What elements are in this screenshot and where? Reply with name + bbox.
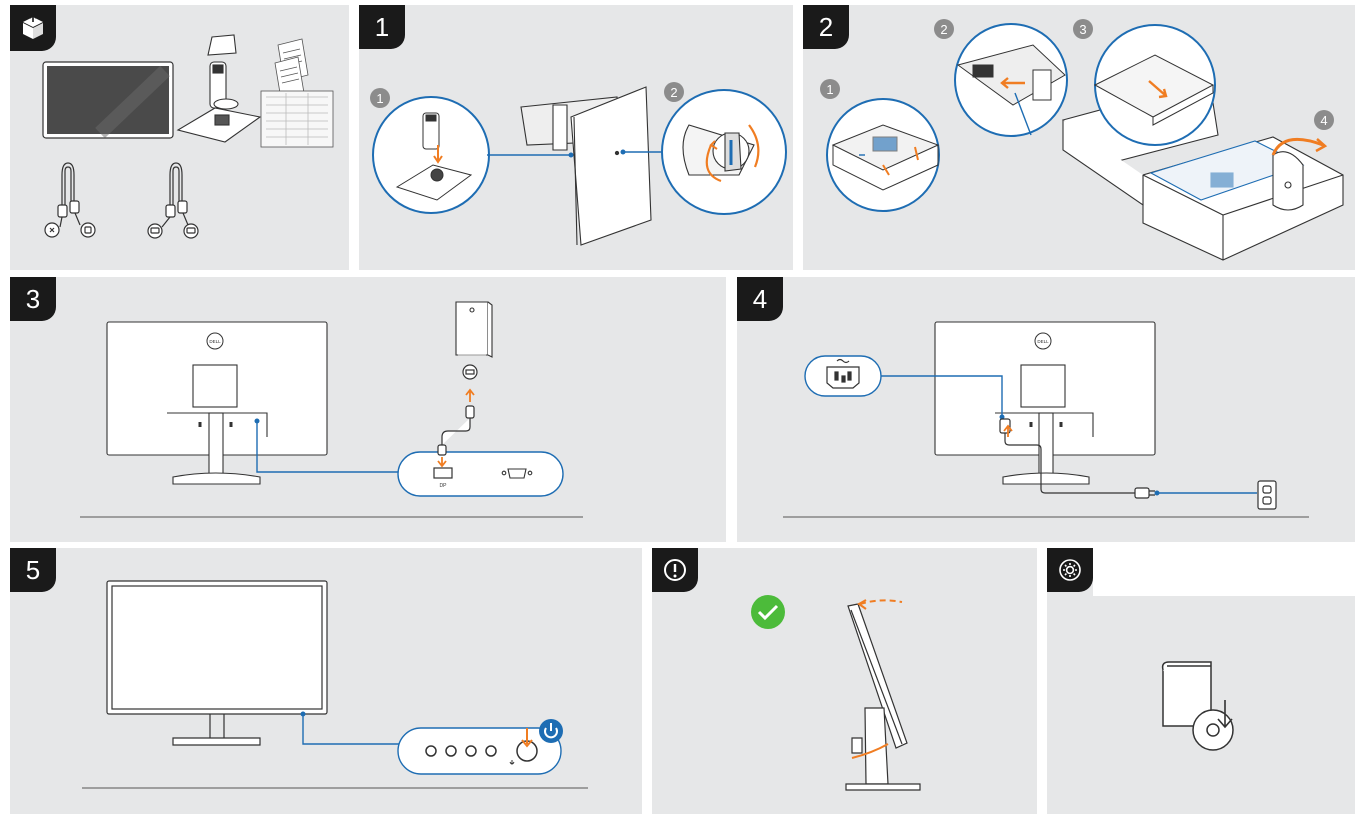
svg-text:1: 1 [826, 82, 833, 97]
step-3-dp-cable [437, 364, 478, 456]
gear-icon [1059, 559, 1081, 581]
step-3-port-panel [397, 451, 564, 497]
panel-step-4: 4 DELL [737, 277, 1355, 542]
panel-step-2: 2 1 2 3 4 [803, 5, 1355, 270]
step-4-monitor-back [934, 321, 1156, 485]
check-icon [751, 595, 785, 629]
step-2-callout-1: 1 [820, 79, 840, 99]
box-dp-cable [147, 162, 199, 239]
box-monitor [42, 61, 174, 139]
settings-tab [1047, 548, 1093, 592]
step-1-riser-detail [395, 112, 473, 201]
panel-tilt [652, 548, 1037, 814]
step-3-monitor-logo: DELL [206, 332, 224, 350]
step-1-rotate-arrow [705, 124, 760, 183]
step-1-callout-1: 1 [370, 88, 390, 108]
step-1-tab: 1 [359, 5, 405, 49]
tilt-arrow-bottom [851, 743, 889, 759]
step-1-monitor-back [520, 86, 652, 246]
box-power-cable [44, 162, 96, 238]
svg-text:2: 2 [940, 22, 947, 37]
step-1-screw-detail [682, 124, 755, 176]
svg-text:DELL: DELL [1037, 339, 1049, 344]
step-3-tab: 3 [10, 277, 56, 321]
svg-text:2: 2 [670, 85, 677, 100]
panel-box-contents [10, 5, 349, 270]
step-5-number: 5 [25, 554, 41, 585]
step-5-button-panel [397, 727, 562, 775]
step-5-monitor-front [106, 580, 328, 746]
step-4-power-cord [999, 418, 1155, 499]
step-1-number: 1 [374, 11, 390, 42]
step-4-ac-inlet [826, 358, 860, 389]
step-3-pc-tower [455, 301, 493, 358]
step-2-callout-3: 3 [1073, 19, 1093, 39]
svg-text:4: 4 [1320, 113, 1327, 128]
step-4-monitor-logo: DELL [1034, 332, 1052, 350]
step-3-dp-port: DP [433, 467, 453, 489]
step-4-number: 4 [752, 283, 768, 314]
step-3-vga-port [501, 468, 533, 479]
step-3-number: 3 [25, 283, 41, 314]
tilt-monitor-side [845, 603, 921, 791]
step-2-tab: 2 [803, 5, 849, 49]
settings-header-area [1093, 548, 1355, 596]
step-1-callout-2: 2 [664, 82, 684, 102]
svg-text:DELL: DELL [209, 339, 221, 344]
warning-tab [652, 548, 698, 592]
panel-step-1: 1 1 2 [359, 5, 793, 270]
svg-text:1: 1 [376, 91, 383, 106]
step-2-callout-2: 2 [934, 19, 954, 39]
svg-text:3: 3 [1079, 22, 1086, 37]
step-4-wall-outlet [1257, 480, 1277, 510]
step-5-tab: 5 [10, 548, 56, 592]
step-2-flip-arrow [1271, 137, 1324, 156]
panel-step-5: 5 [10, 548, 642, 814]
box-tab [10, 5, 56, 51]
step-4-tab: 4 [737, 277, 783, 321]
box-open-icon [23, 14, 43, 39]
step-3-monitor-back [106, 321, 328, 485]
step-5-menu-buttons [425, 740, 538, 765]
svg-text:DP: DP [440, 483, 448, 489]
step-1-arrow-down [433, 145, 443, 164]
exclamation-icon [664, 559, 686, 581]
panel-settings [1047, 548, 1355, 814]
manual-download-icon [1161, 661, 1234, 751]
tilt-arrow-top [859, 599, 903, 605]
step-2-number: 2 [818, 11, 834, 42]
box-stand [176, 34, 262, 143]
panel-step-3: 3 DELL DP [10, 277, 726, 542]
power-icon [539, 719, 563, 743]
step-2-callout-4: 4 [1314, 110, 1334, 130]
box-documents [260, 38, 334, 148]
